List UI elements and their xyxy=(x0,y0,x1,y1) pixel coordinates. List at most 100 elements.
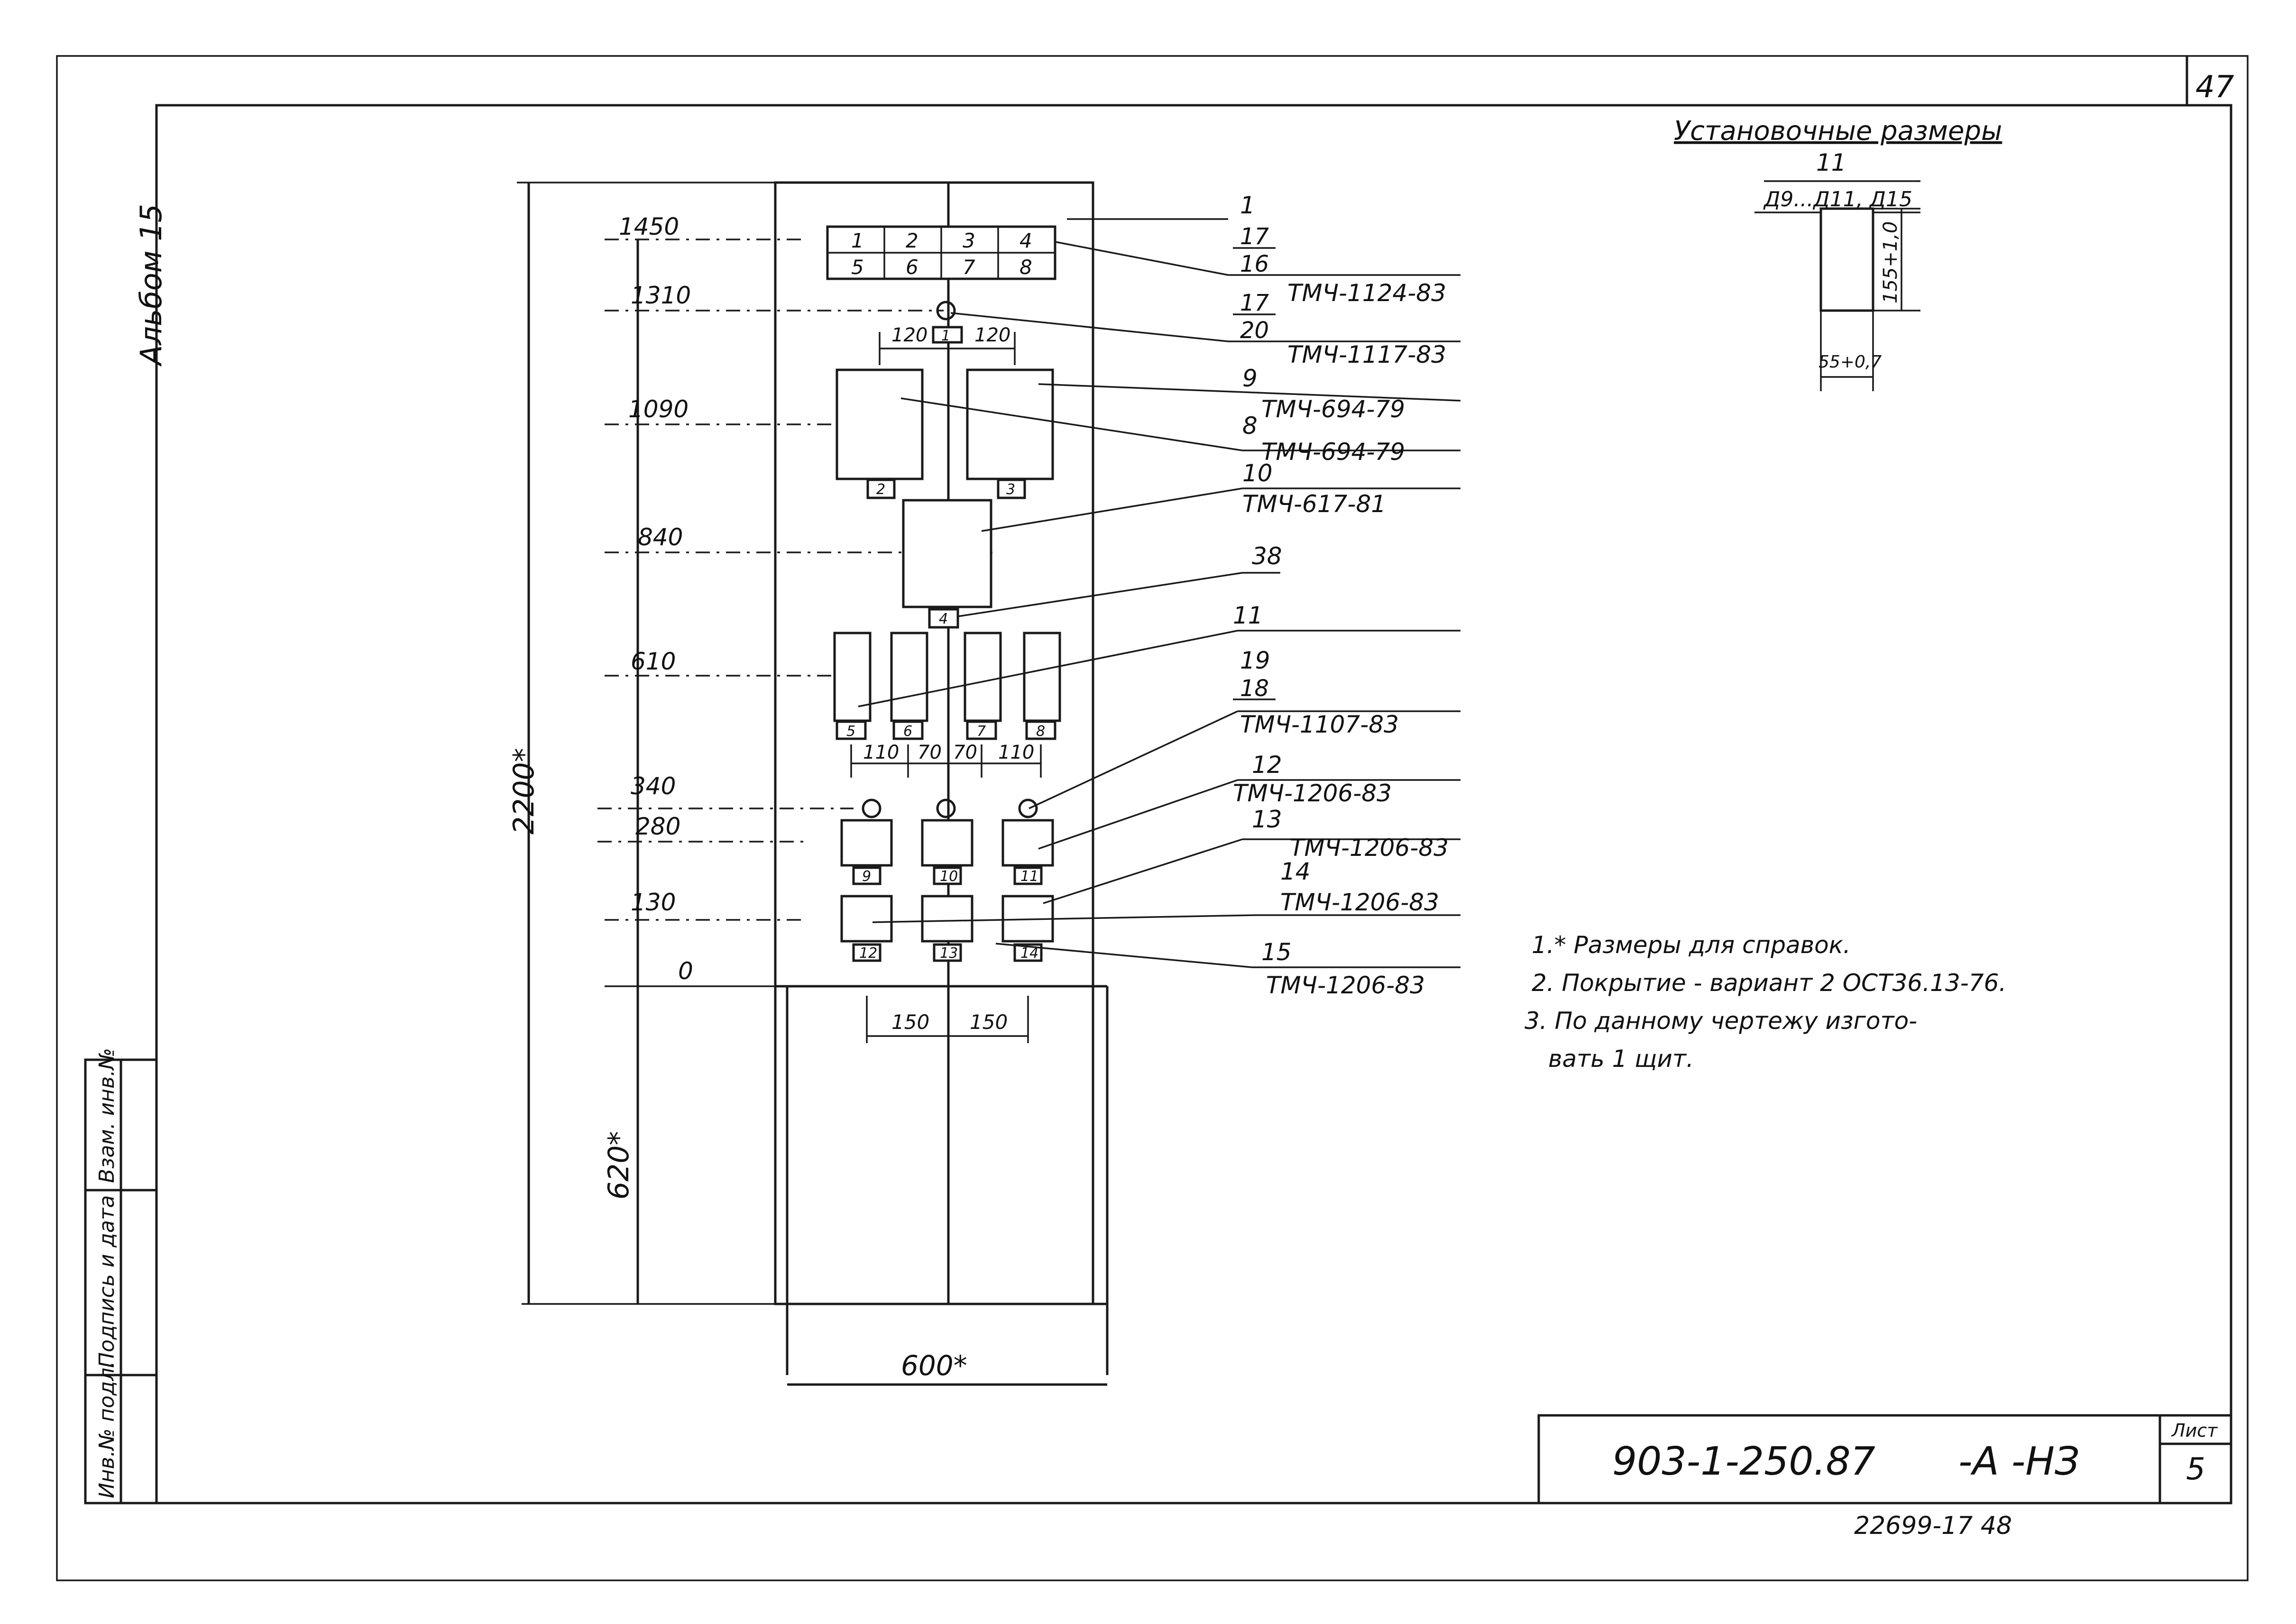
callout-labels: 1 17 16 ТМЧ-1124-83 17 20 ТМЧ-1117-83 9 … xyxy=(1233,192,1449,999)
outer-frame xyxy=(56,55,2249,1581)
tag-10: 10 xyxy=(940,868,958,885)
tag-2: 2 xyxy=(876,481,885,498)
note-3: 3. По данному чертежу изгото- xyxy=(1525,1007,1917,1035)
spacing-150-left: 150 xyxy=(891,1010,929,1034)
bottom-code: 22699-17 48 xyxy=(1854,1512,2012,1540)
cell-7: 7 xyxy=(963,256,975,279)
install-dim-width: 55+0,7 xyxy=(1818,352,1882,372)
callout-pos-8: 8 xyxy=(1242,412,1258,440)
cell-1: 1 xyxy=(851,229,864,252)
callout-pos-15: 15 xyxy=(1261,938,1292,966)
level-1310: 1310 xyxy=(631,282,691,309)
relay-3 xyxy=(966,368,1054,480)
level-340: 340 xyxy=(631,772,676,800)
install-title: Установочные размеры xyxy=(1674,116,2002,147)
stamp-label-inventory: Инв.№ подл. xyxy=(95,1361,119,1498)
level-1090: 1090 xyxy=(628,395,689,423)
switch-9 xyxy=(840,819,893,867)
tag-6: 6 xyxy=(903,723,912,740)
switch-10 xyxy=(921,819,974,867)
install-detail-num: 11 xyxy=(1816,149,1846,176)
callout-pos-11: 11 xyxy=(1233,602,1263,629)
spacing-110-right: 110 xyxy=(998,742,1034,763)
spacing-120-left: 120 xyxy=(891,324,928,346)
switch-12 xyxy=(840,895,893,943)
install-dim-height: 155+1,0 xyxy=(1880,221,1901,303)
spacing-110-left: 110 xyxy=(863,742,899,763)
callout-spec-1206c: ТМЧ-1206-83 xyxy=(1280,889,1439,916)
spacing-120-right: 120 xyxy=(974,324,1010,346)
tag-13: 13 xyxy=(940,945,958,962)
sheet-label: Лист xyxy=(2171,1420,2218,1441)
callout-pos-17a: 17 xyxy=(1240,223,1269,250)
callout-spec-1124: ТМЧ-1124-83 xyxy=(1287,279,1446,307)
install-dimensions: Установочные размеры 11 Д9...Д11, Д15 15… xyxy=(1674,116,2002,391)
signal-lamp-1 xyxy=(862,798,882,818)
album-label: Альбом 15 xyxy=(134,204,168,367)
level-280: 280 xyxy=(635,813,680,840)
callout-pos-14: 14 xyxy=(1280,858,1311,885)
cell-4: 4 xyxy=(1019,229,1032,252)
device-8 xyxy=(1023,632,1061,722)
switch-11 xyxy=(1001,819,1054,867)
dim-600: 600* xyxy=(901,1349,967,1382)
callout-pos-1: 1 xyxy=(1240,192,1255,219)
level-130: 130 xyxy=(631,889,676,916)
level-1450: 1450 xyxy=(619,213,679,240)
spacing-70-right: 70 xyxy=(953,742,977,763)
level-840: 840 xyxy=(638,523,683,551)
relay-4 xyxy=(902,499,992,608)
cell-2: 2 xyxy=(906,229,918,252)
tag-12: 12 xyxy=(859,945,877,962)
cell-8: 8 xyxy=(1019,256,1032,279)
callout-spec-1206a: ТМЧ-1206-83 xyxy=(1233,780,1392,807)
level-610: 610 xyxy=(631,648,676,675)
tag-7: 7 xyxy=(977,723,986,740)
tag-3: 3 xyxy=(1006,481,1015,498)
notes: 1.* Размеры для справок. 2. Покрытие - в… xyxy=(1525,931,2006,1073)
callout-pos-12: 12 xyxy=(1252,751,1282,779)
device-5 xyxy=(833,632,872,722)
callout-pos-38: 38 xyxy=(1252,542,1282,570)
signal-lamp-2 xyxy=(936,798,956,818)
callout-spec-1117: ТМЧ-1117-83 xyxy=(1287,341,1446,368)
dim-2200: 2200* xyxy=(507,748,541,835)
callout-spec-617: ТМЧ-617-81 xyxy=(1242,490,1386,518)
callout-spec-694a: ТМЧ-694-79 xyxy=(1261,395,1405,423)
device-7 xyxy=(964,632,1002,722)
switch-13 xyxy=(921,895,974,943)
doc-suffix: -А -НЗ xyxy=(1958,1439,2080,1484)
note-2: 2. Покрытие - вариант 2 ОСТ36.13-76. xyxy=(1532,969,2006,997)
note-1: 1.* Размеры для справок. xyxy=(1532,931,1851,959)
dim-620: 620* xyxy=(602,1131,635,1200)
device-6 xyxy=(890,632,928,722)
left-stamp: Взам. инв.№ Подпись и дата Инв.№ подл. xyxy=(84,1048,158,1505)
callout-leaders xyxy=(858,218,1461,968)
signal-lamp-top xyxy=(936,301,956,321)
level-0: 0 xyxy=(678,957,693,985)
spacing-150-right: 150 xyxy=(970,1010,1008,1034)
signal-lamp-3 xyxy=(1018,798,1038,818)
top-sheet-number: 47 xyxy=(2195,70,2234,105)
cell-5: 5 xyxy=(851,256,864,279)
callout-frac-16: 16 xyxy=(1240,251,1269,277)
title-block: 903-1-250.87 -А -НЗ Лист 5 xyxy=(1537,1414,2232,1505)
cell-3: 3 xyxy=(963,229,975,252)
tag-5: 5 xyxy=(846,723,855,740)
callout-pos-9: 9 xyxy=(1242,365,1258,392)
stamp-label-signature: Подпись и дата xyxy=(95,1195,119,1368)
callout-spec-1206d: ТМЧ-1206-83 xyxy=(1266,972,1425,999)
spacing-70-left: 70 xyxy=(918,742,942,763)
tag-4: 4 xyxy=(939,611,948,627)
tag-1: 1 xyxy=(941,328,950,344)
callout-pos-10: 10 xyxy=(1242,459,1273,487)
stamp-label-replace: Взам. инв.№ xyxy=(95,1048,119,1183)
callout-pos-13: 13 xyxy=(1252,806,1282,833)
callout-pos-17b: 17 xyxy=(1240,290,1269,316)
callout-frac-18: 18 xyxy=(1240,675,1269,702)
callout-spec-1107: ТМЧ-1107-83 xyxy=(1240,711,1399,738)
terminal-block: 1 2 3 4 5 6 7 8 xyxy=(826,225,1056,280)
sheet-number: 5 xyxy=(2186,1452,2205,1487)
tag-8: 8 xyxy=(1036,723,1045,740)
